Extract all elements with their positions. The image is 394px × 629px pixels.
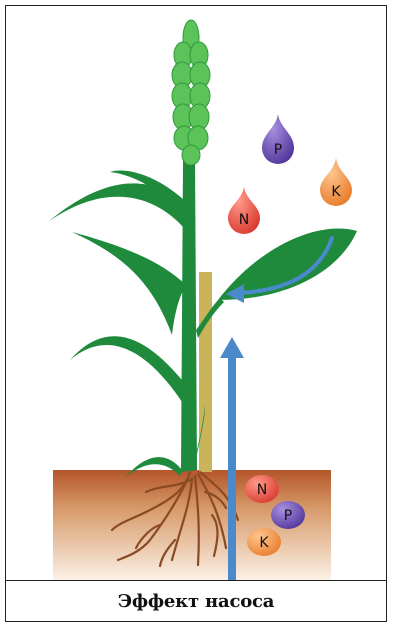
soil-nutrient-k-label: K xyxy=(259,535,269,551)
soil-nutrient-n: N xyxy=(245,475,279,503)
wheat-ear xyxy=(172,20,210,165)
figure-caption: Эффект насоса xyxy=(118,591,274,612)
droplet-k-label: K xyxy=(331,184,341,200)
pump-effect-illustration: P K N N P K xyxy=(0,0,394,580)
xylem-strip xyxy=(199,272,212,472)
leaf-middle-left xyxy=(72,232,186,335)
soil-nutrient-n-label: N xyxy=(257,482,267,498)
caption-box: Эффект насоса xyxy=(5,580,387,622)
uptake-arrow-shaft xyxy=(228,355,236,580)
leaf-lower-left xyxy=(70,336,186,405)
droplet-n: N xyxy=(228,187,260,234)
soil-nutrient-p: P xyxy=(271,501,305,529)
soil-nutrient-p-label: P xyxy=(284,508,292,524)
droplet-n-label: N xyxy=(239,212,249,228)
droplet-p-label: P xyxy=(274,142,282,158)
droplet-p: P xyxy=(262,114,294,164)
soil-nutrient-k: K xyxy=(247,528,281,556)
droplet-k: K xyxy=(320,158,352,206)
uptake-arrowhead xyxy=(220,337,244,358)
